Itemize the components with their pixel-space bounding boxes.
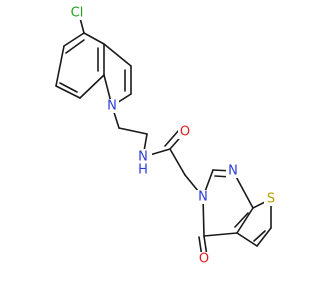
bond (256, 227, 272, 247)
bond (118, 127, 148, 135)
atom-text: N (228, 164, 238, 179)
atom-label-cl: Cl (66, 6, 88, 21)
atom-text: O (199, 252, 209, 267)
bond-lines (55, 17, 272, 258)
label-background (226, 164, 240, 178)
bond (169, 148, 186, 176)
atom-label-n1: N (226, 164, 240, 179)
atom-text: N (138, 150, 148, 165)
bond (103, 43, 132, 67)
label-background (66, 6, 88, 20)
bond (234, 212, 249, 228)
atom-text: O (180, 125, 190, 140)
atom-labels: Cl N N H O N N S O (66, 6, 278, 267)
atom-text: S (267, 192, 275, 207)
label-background (197, 252, 211, 266)
label-background (264, 192, 278, 206)
atom-label-n3: N (196, 190, 210, 205)
label-background (196, 190, 210, 204)
atom-text: Cl (71, 6, 84, 21)
atom-text: N (107, 99, 117, 114)
label-background (134, 149, 152, 177)
label-background (105, 99, 119, 113)
atom-label-o-amide: O (178, 125, 192, 140)
atom-label-o-oxo: O (197, 252, 211, 267)
molecule-structure-diagram: Cl N N H O N N S O (55, 5, 278, 267)
bond (83, 32, 105, 45)
bond (79, 17, 85, 34)
atom-label-n-indole: N (105, 99, 119, 114)
bond (63, 32, 85, 47)
bond (236, 232, 258, 247)
label-background (178, 125, 192, 139)
bond (203, 232, 238, 237)
bond (55, 85, 81, 99)
bond (236, 207, 254, 234)
atom-label-nh-amide: N H (134, 149, 152, 178)
bond (253, 230, 266, 242)
bond (65, 39, 85, 54)
bond (59, 82, 78, 93)
atom-label-s: S (264, 192, 278, 207)
atom-text: H (138, 163, 148, 178)
bond (79, 74, 105, 99)
bond (55, 45, 65, 87)
bond (164, 129, 180, 147)
atom-text: N (198, 190, 208, 205)
